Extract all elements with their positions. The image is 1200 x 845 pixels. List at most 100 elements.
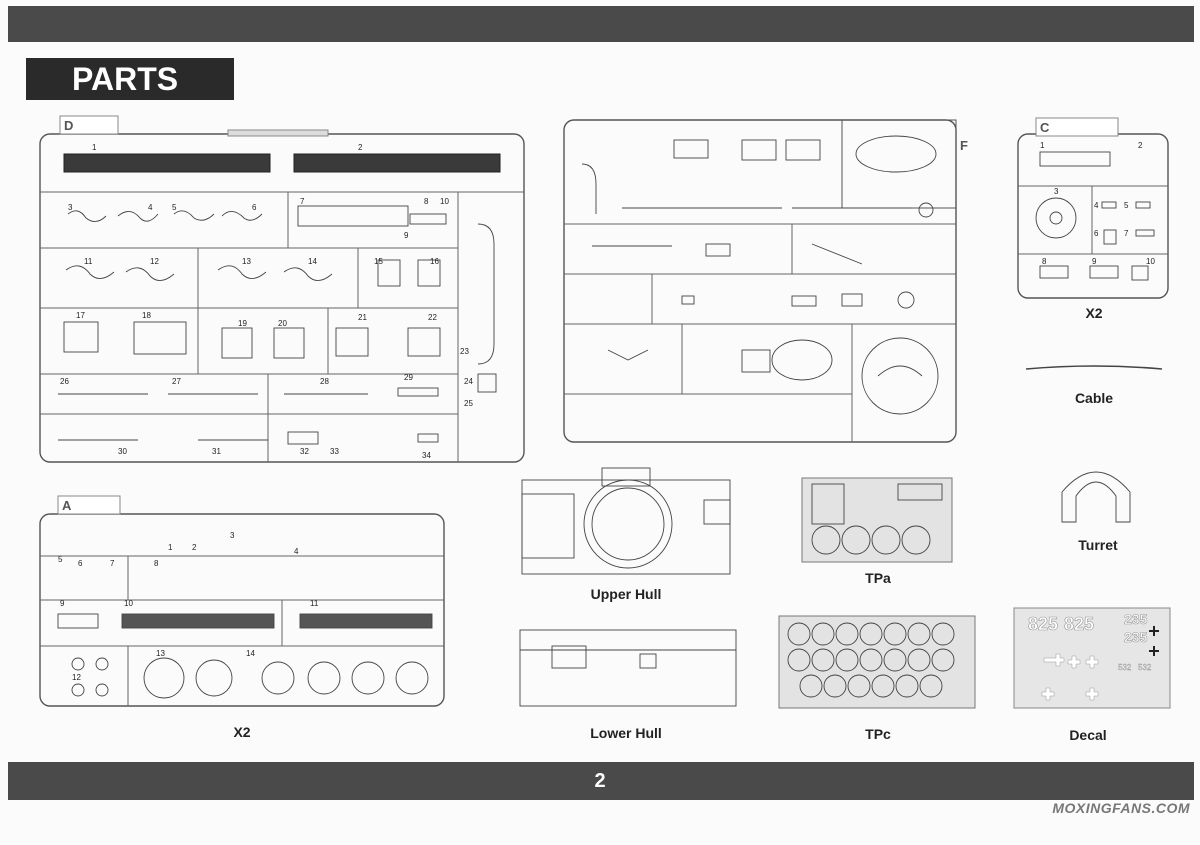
svg-text:3: 3 xyxy=(68,203,73,212)
top-bar xyxy=(8,6,1194,42)
svg-text:14: 14 xyxy=(246,649,255,658)
sprue-c: C 1 2 3 4 5 6 7 8 9 10 xyxy=(1016,117,1171,305)
svg-text:33: 33 xyxy=(330,447,339,456)
upper-hull-drawing xyxy=(516,462,736,585)
decal-number-3: 235 xyxy=(1124,611,1148,627)
svg-text:28: 28 xyxy=(320,377,329,386)
svg-text:4: 4 xyxy=(1094,201,1099,210)
lower-hull-drawing xyxy=(516,620,740,715)
svg-text:2: 2 xyxy=(358,143,363,152)
sprue-f-letter: F xyxy=(960,138,968,153)
decal-sheet: 825 825 235 235 532 532 xyxy=(1013,607,1171,713)
upper-hull-label: Upper Hull xyxy=(590,586,662,602)
svg-text:9: 9 xyxy=(404,231,409,240)
svg-text:27: 27 xyxy=(172,377,181,386)
tpa-label: TPa xyxy=(865,570,891,586)
svg-text:12: 12 xyxy=(150,257,159,266)
svg-text:10: 10 xyxy=(440,197,449,206)
svg-text:9: 9 xyxy=(60,599,65,608)
sprue-c-part-numbers: 1 2 3 4 5 6 7 8 9 10 xyxy=(1040,141,1155,266)
sprue-a: A 1 2 3 4 5 6 7 8 9 10 11 12 13 14 xyxy=(38,495,448,713)
sprue-d-part-numbers: 1 2 3 4 5 6 7 8 9 10 11 12 13 14 15 16 1… xyxy=(60,143,473,460)
svg-text:7: 7 xyxy=(300,197,305,206)
svg-text:20: 20 xyxy=(278,319,287,328)
decal-number-1: 825 xyxy=(1028,614,1058,634)
sprue-d-drawing: D 1 2 3 4 5 6 xyxy=(39,115,525,463)
decal-number-4: 235 xyxy=(1124,629,1148,645)
tpc-drawing xyxy=(778,615,976,713)
svg-text:17: 17 xyxy=(76,311,85,320)
svg-text:14: 14 xyxy=(308,257,317,266)
decal-number-6: 532 xyxy=(1138,663,1152,672)
svg-text:2: 2 xyxy=(192,543,197,552)
svg-text:3: 3 xyxy=(1054,187,1059,196)
turret-label: Turret xyxy=(1078,537,1118,553)
svg-text:13: 13 xyxy=(156,649,165,658)
svg-text:30: 30 xyxy=(118,447,127,456)
svg-text:9: 9 xyxy=(1092,257,1097,266)
sprue-f: F xyxy=(562,114,968,449)
sprue-a-part-numbers: 1 2 3 4 5 6 7 8 9 10 11 12 13 14 xyxy=(58,531,319,682)
svg-text:5: 5 xyxy=(1124,201,1129,210)
svg-text:1: 1 xyxy=(1040,141,1045,150)
lower-hull-label: Lower Hull xyxy=(590,725,662,741)
svg-text:10: 10 xyxy=(1146,257,1155,266)
svg-text:1: 1 xyxy=(168,543,173,552)
sprue-a-drawing: A 1 2 3 4 5 6 7 8 9 10 11 12 13 14 xyxy=(39,495,445,707)
svg-text:26: 26 xyxy=(60,377,69,386)
svg-text:19: 19 xyxy=(238,319,247,328)
decal-number-2: 825 xyxy=(1064,614,1094,634)
svg-text:8: 8 xyxy=(154,559,159,568)
sprue-c-drawing: C 1 2 3 4 5 6 7 8 9 10 xyxy=(1017,117,1169,299)
svg-text:7: 7 xyxy=(1124,229,1129,238)
watermark: MOXINGFANS.COM xyxy=(1052,800,1190,816)
turret-drawing xyxy=(1056,456,1136,541)
tpa-drawing xyxy=(801,477,953,567)
cable-label: Cable xyxy=(1074,390,1114,406)
svg-text:16: 16 xyxy=(430,257,439,266)
tpc-label: TPc xyxy=(865,726,891,742)
svg-text:3: 3 xyxy=(230,531,235,540)
svg-text:18: 18 xyxy=(142,311,151,320)
sprue-d-part-1 xyxy=(63,153,271,173)
svg-text:10: 10 xyxy=(124,599,133,608)
svg-text:23: 23 xyxy=(460,347,469,356)
cable-drawing xyxy=(1024,362,1164,380)
svg-text:15: 15 xyxy=(374,257,383,266)
svg-text:12: 12 xyxy=(72,673,81,682)
svg-text:5: 5 xyxy=(172,203,177,212)
svg-text:6: 6 xyxy=(1094,229,1099,238)
svg-text:21: 21 xyxy=(358,313,367,322)
sprue-d-letter: D xyxy=(64,118,73,133)
sprue-d: D 1 2 3 4 5 6 xyxy=(38,114,528,471)
svg-text:8: 8 xyxy=(424,197,429,206)
svg-text:25: 25 xyxy=(464,399,473,408)
svg-text:6: 6 xyxy=(252,203,257,212)
svg-text:4: 4 xyxy=(148,203,153,212)
svg-text:2: 2 xyxy=(1138,141,1143,150)
decal-label: Decal xyxy=(1069,727,1107,743)
svg-text:5: 5 xyxy=(58,555,63,564)
sprue-d-part-2 xyxy=(293,153,501,173)
svg-text:13: 13 xyxy=(242,257,251,266)
svg-text:34: 34 xyxy=(422,451,431,460)
svg-text:4: 4 xyxy=(294,547,299,556)
sprue-a-quantity: X2 xyxy=(233,724,251,740)
bottom-bar xyxy=(8,762,1194,800)
svg-text:11: 11 xyxy=(84,257,93,266)
svg-text:6: 6 xyxy=(78,559,83,568)
sprue-c-quantity: X2 xyxy=(1085,305,1103,321)
svg-text:8: 8 xyxy=(1042,257,1047,266)
page-number: 2 xyxy=(594,770,606,792)
svg-text:7: 7 xyxy=(110,559,115,568)
svg-text:1: 1 xyxy=(92,143,97,152)
svg-text:11: 11 xyxy=(310,599,319,608)
svg-text:24: 24 xyxy=(464,377,473,386)
sprue-c-letter: C xyxy=(1040,120,1050,135)
decal-number-5: 532 xyxy=(1118,663,1132,672)
svg-text:22: 22 xyxy=(428,313,437,322)
sprue-a-letter: A xyxy=(62,498,72,513)
page-title: PARTS xyxy=(26,58,234,100)
svg-text:32: 32 xyxy=(300,447,309,456)
svg-text:29: 29 xyxy=(404,373,413,382)
